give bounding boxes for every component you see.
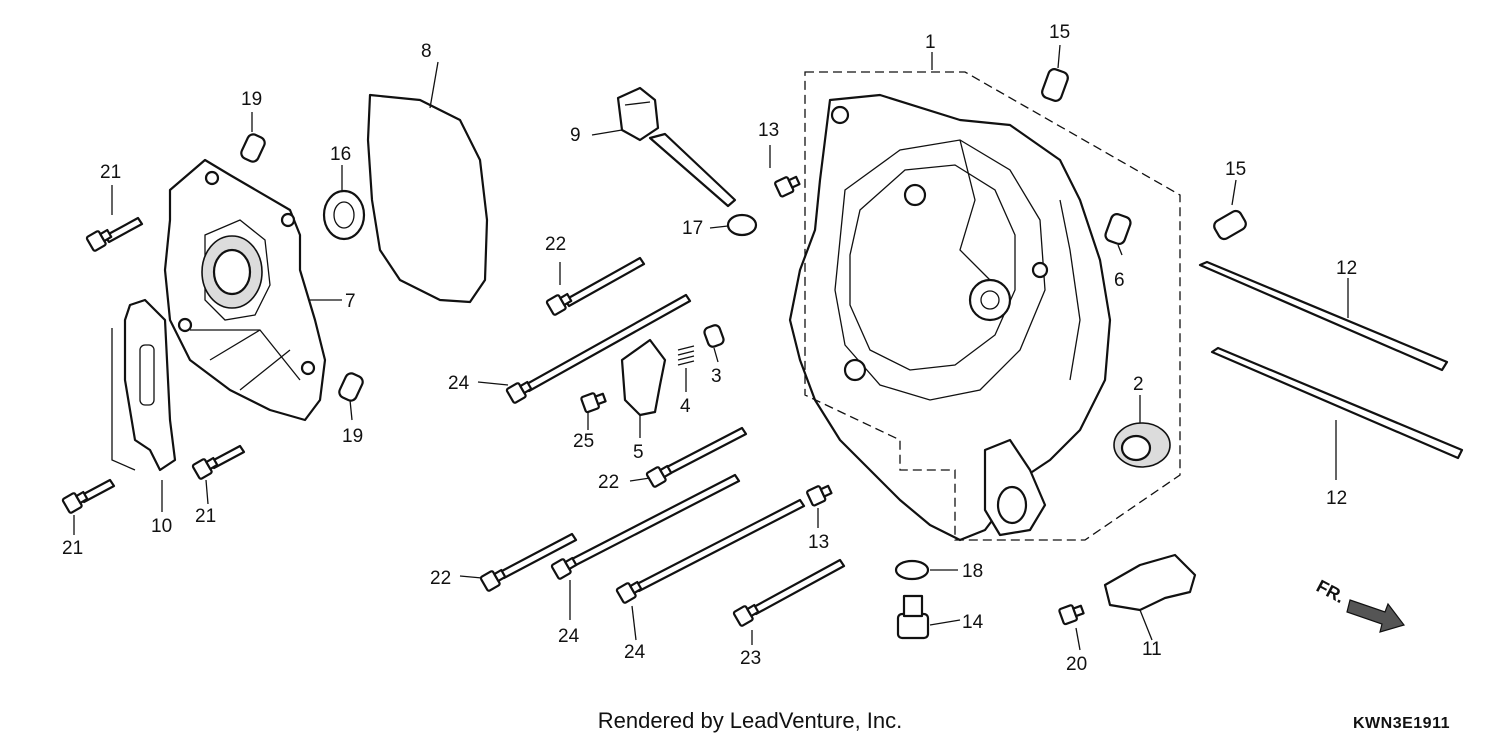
stud-12b bbox=[1210, 346, 1464, 460]
dipstick bbox=[616, 86, 737, 208]
callout-14: 14 bbox=[962, 612, 984, 633]
callout-13a: 13 bbox=[758, 120, 779, 141]
bolt-13b bbox=[805, 481, 835, 508]
plunger bbox=[703, 324, 725, 348]
dowel-19b bbox=[338, 372, 364, 402]
dowel-pin-15b bbox=[1213, 209, 1247, 241]
stopper-plate bbox=[620, 338, 667, 417]
bracket-right bbox=[1103, 553, 1197, 612]
callout-12a: 12 bbox=[1336, 258, 1357, 279]
callout-19b: 19 bbox=[342, 426, 363, 447]
bolt-21a bbox=[85, 216, 144, 253]
callout-18: 18 bbox=[962, 561, 983, 582]
callout-19a: 19 bbox=[241, 89, 262, 110]
leader-lines bbox=[73, 44, 1349, 651]
callout-24b: 24 bbox=[558, 626, 580, 647]
diagram-code: KWN3E1911 bbox=[1353, 715, 1450, 732]
callout-21a: 21 bbox=[100, 162, 121, 183]
bolt-25 bbox=[579, 388, 609, 414]
callout-20: 20 bbox=[1066, 654, 1087, 675]
callout-24a: 24 bbox=[448, 373, 470, 394]
dowel-pin-15a bbox=[1041, 68, 1069, 102]
callout-1: 1 bbox=[925, 32, 936, 53]
drain-bolt bbox=[896, 594, 930, 640]
bolt-24b bbox=[550, 473, 741, 581]
bolt-22a bbox=[545, 256, 646, 317]
callout-22b: 22 bbox=[598, 472, 619, 493]
callout-4: 4 bbox=[680, 396, 691, 417]
callout-7: 7 bbox=[345, 291, 356, 312]
callout-17: 17 bbox=[682, 218, 703, 239]
callout-15b: 15 bbox=[1225, 159, 1246, 180]
bolt-22b bbox=[645, 426, 748, 489]
bolt-22c bbox=[479, 532, 578, 593]
bolt-24c bbox=[615, 498, 806, 605]
washer-17 bbox=[726, 213, 758, 237]
callout-8: 8 bbox=[421, 41, 432, 62]
bracket-left bbox=[111, 298, 177, 472]
bearing bbox=[1113, 422, 1171, 468]
callout-2: 2 bbox=[1133, 374, 1144, 395]
crankcase-cover bbox=[788, 93, 1112, 542]
callout-25: 25 bbox=[573, 431, 594, 452]
stud-12a bbox=[1198, 260, 1449, 372]
bolt-13a bbox=[773, 172, 803, 199]
gasket bbox=[366, 93, 489, 304]
spring bbox=[677, 345, 695, 366]
callout-24c: 24 bbox=[624, 642, 646, 663]
front-marker: FR. bbox=[1313, 576, 1348, 607]
bolt-24a bbox=[505, 293, 692, 405]
bolt-20 bbox=[1057, 600, 1087, 626]
bolt-23 bbox=[732, 558, 846, 628]
washer-18 bbox=[894, 559, 930, 581]
callout-12b: 12 bbox=[1326, 488, 1347, 509]
callout-3: 3 bbox=[711, 366, 722, 387]
callout-21b: 21 bbox=[195, 506, 216, 527]
callout-23: 23 bbox=[740, 648, 761, 669]
callout-6: 6 bbox=[1114, 270, 1125, 291]
callout-22c: 22 bbox=[430, 568, 451, 589]
callout-21c: 21 bbox=[62, 538, 83, 559]
cover-plate bbox=[163, 158, 327, 422]
callout-16: 16 bbox=[330, 144, 351, 165]
oil-seal bbox=[322, 189, 366, 241]
front-direction-arrow: FR. bbox=[1313, 576, 1406, 633]
callout-15a: 15 bbox=[1049, 22, 1070, 43]
render-credit: Rendered by LeadVenture, Inc. bbox=[597, 708, 903, 733]
callout-13b: 13 bbox=[808, 532, 829, 553]
dowel-6 bbox=[1104, 213, 1132, 245]
dowel-19a bbox=[240, 133, 266, 163]
callout-5: 5 bbox=[633, 442, 644, 463]
bolt-21b bbox=[191, 444, 246, 481]
bolt-21c bbox=[61, 478, 116, 515]
callout-11: 11 bbox=[1142, 639, 1162, 660]
callout-9: 9 bbox=[570, 125, 581, 146]
callout-10: 10 bbox=[151, 516, 172, 537]
callout-labels: 1 2 3 4 5 6 7 8 9 10 11 12 12 13 13 14 1… bbox=[62, 22, 1357, 675]
callout-22a: 22 bbox=[545, 234, 566, 255]
